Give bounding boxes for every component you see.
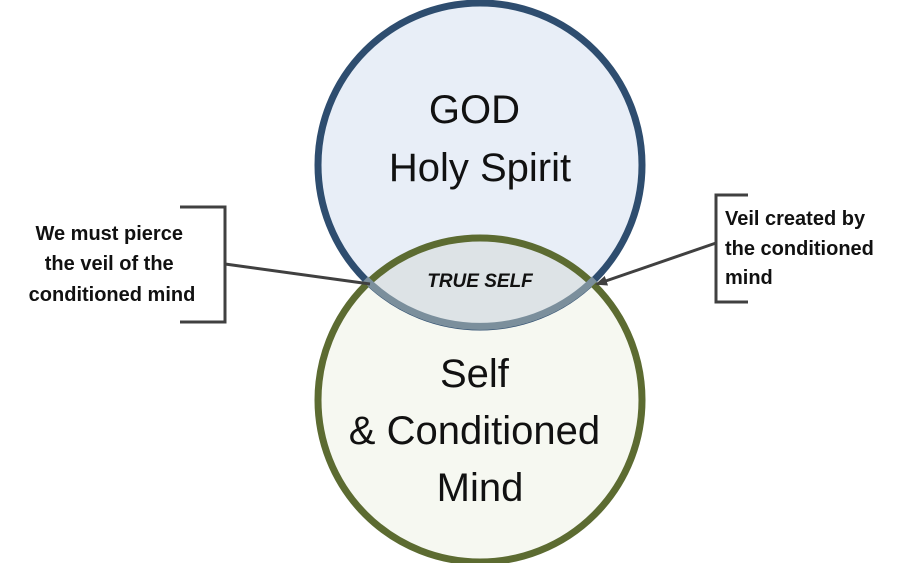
bottom-circle-line-2: & Conditioned — [349, 409, 600, 453]
left-note: We must pierce the veil of the condition… — [29, 223, 196, 306]
top-circle-line-2: Holy Spirit — [389, 146, 571, 190]
bottom-circle-outline — [314, 234, 646, 563]
right-arrow — [595, 241, 717, 286]
right-note-bracket — [714, 193, 748, 304]
right-note-line-3: mind — [725, 267, 773, 289]
right-note-line-2: the conditioned — [725, 238, 874, 260]
veil-arc — [363, 276, 597, 330]
left-note-line-1: We must pierce — [35, 223, 182, 245]
bottom-circle-fill — [318, 238, 642, 562]
bottom-circle-line-1: Self — [440, 352, 510, 396]
left-note-line-3: conditioned mind — [29, 284, 196, 306]
top-circle-line-1: GOD — [429, 88, 520, 132]
right-note: Veil created by the conditioned mind — [725, 208, 879, 289]
bottom-circle-label: Self & Conditioned Mind — [349, 352, 611, 510]
left-connector-line — [224, 262, 371, 286]
bottom-circle-line-3: Mind — [437, 466, 524, 510]
overlap-label: TRUE SELF — [427, 271, 534, 292]
top-circle-label: GOD Holy Spirit — [389, 88, 571, 190]
left-note-line-2: the veil of the — [45, 253, 174, 275]
top-circle-fill — [318, 3, 642, 327]
right-note-line-1: Veil created by — [725, 208, 866, 230]
